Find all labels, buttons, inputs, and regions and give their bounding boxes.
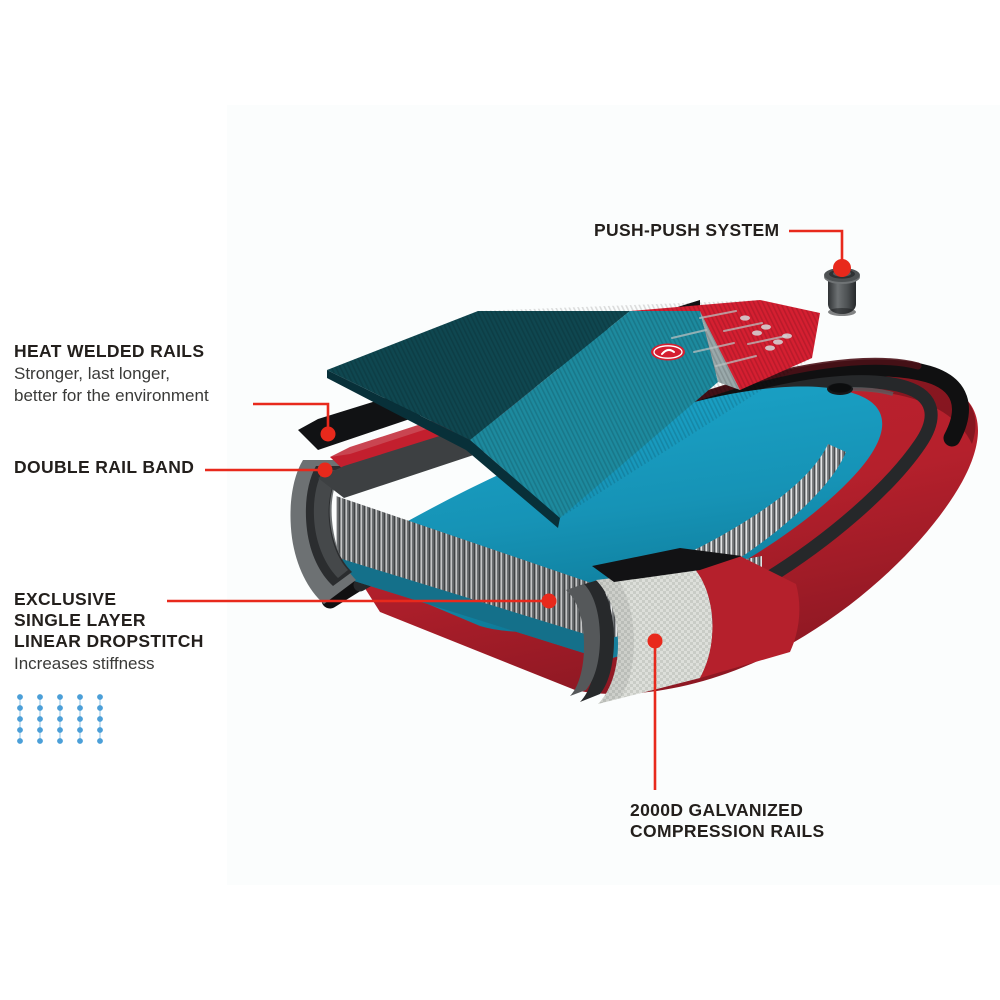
dropstitch-dot [57,727,63,733]
callout-compression-rails: 2000D GALVANIZED COMPRESSION RAILS [630,800,825,842]
deck-pad-layer [327,300,820,528]
dropstitch-dot [57,738,63,744]
dropstitch-dot [97,694,103,700]
dropstitch-dot [77,738,83,744]
compression-rail-flap [566,548,800,704]
callout-dropstitch-subtitle: Increases stiffness [14,654,155,673]
dropstitch-dot [37,705,43,711]
dropstitch-dot [57,705,63,711]
callout-compression-rails-title: 2000D GALVANIZED COMPRESSION RAILS [630,800,825,841]
dropstitch-dot [97,716,103,722]
callout-push-push-system-title: PUSH-PUSH SYSTEM [594,220,780,240]
dropstitch-dot [77,727,83,733]
dropstitch-dot [17,705,23,711]
callout-double-rail-band-title: DOUBLE RAIL BAND [14,457,195,477]
dropstitch-dot [97,738,103,744]
dropstitch-dot [37,727,43,733]
dropstitch-dot [37,716,43,722]
brand-badge-logo [651,343,685,361]
dropstitch-dot [17,694,23,700]
double-rail-band-endcap [290,460,356,604]
dropstitch-thread-swatch [17,694,103,744]
dropstitch-dot [37,738,43,744]
callout-leader-lines [167,229,851,790]
dropstitch-dot [97,705,103,711]
dropstitch-dot [17,738,23,744]
callout-heat-welded-rails: HEAT WELDED RAILS Stronger, last longer,… [14,341,209,406]
callout-push-push-system: PUSH-PUSH SYSTEM [594,220,780,241]
callout-double-rail-band: DOUBLE RAIL BAND [14,457,194,478]
dropstitch-dot [57,716,63,722]
dropstitch-dot [37,694,43,700]
callout-heat-welded-rails-title: HEAT WELDED RAILS [14,341,205,361]
dropstitch-dot [77,716,83,722]
callout-heat-welded-rails-subtitle: Stronger, last longer, better for the en… [14,364,209,405]
dropstitch-dot [97,727,103,733]
callout-dropstitch-title: EXCLUSIVE SINGLE LAYER LINEAR DROPSTITCH [14,589,204,651]
dropstitch-dot [17,716,23,722]
dropstitch-dot [77,694,83,700]
dropstitch-dot [77,705,83,711]
dropstitch-dot [57,694,63,700]
callout-dropstitch: EXCLUSIVE SINGLE LAYER LINEAR DROPSTITCH… [14,589,204,675]
dropstitch-dot [17,727,23,733]
